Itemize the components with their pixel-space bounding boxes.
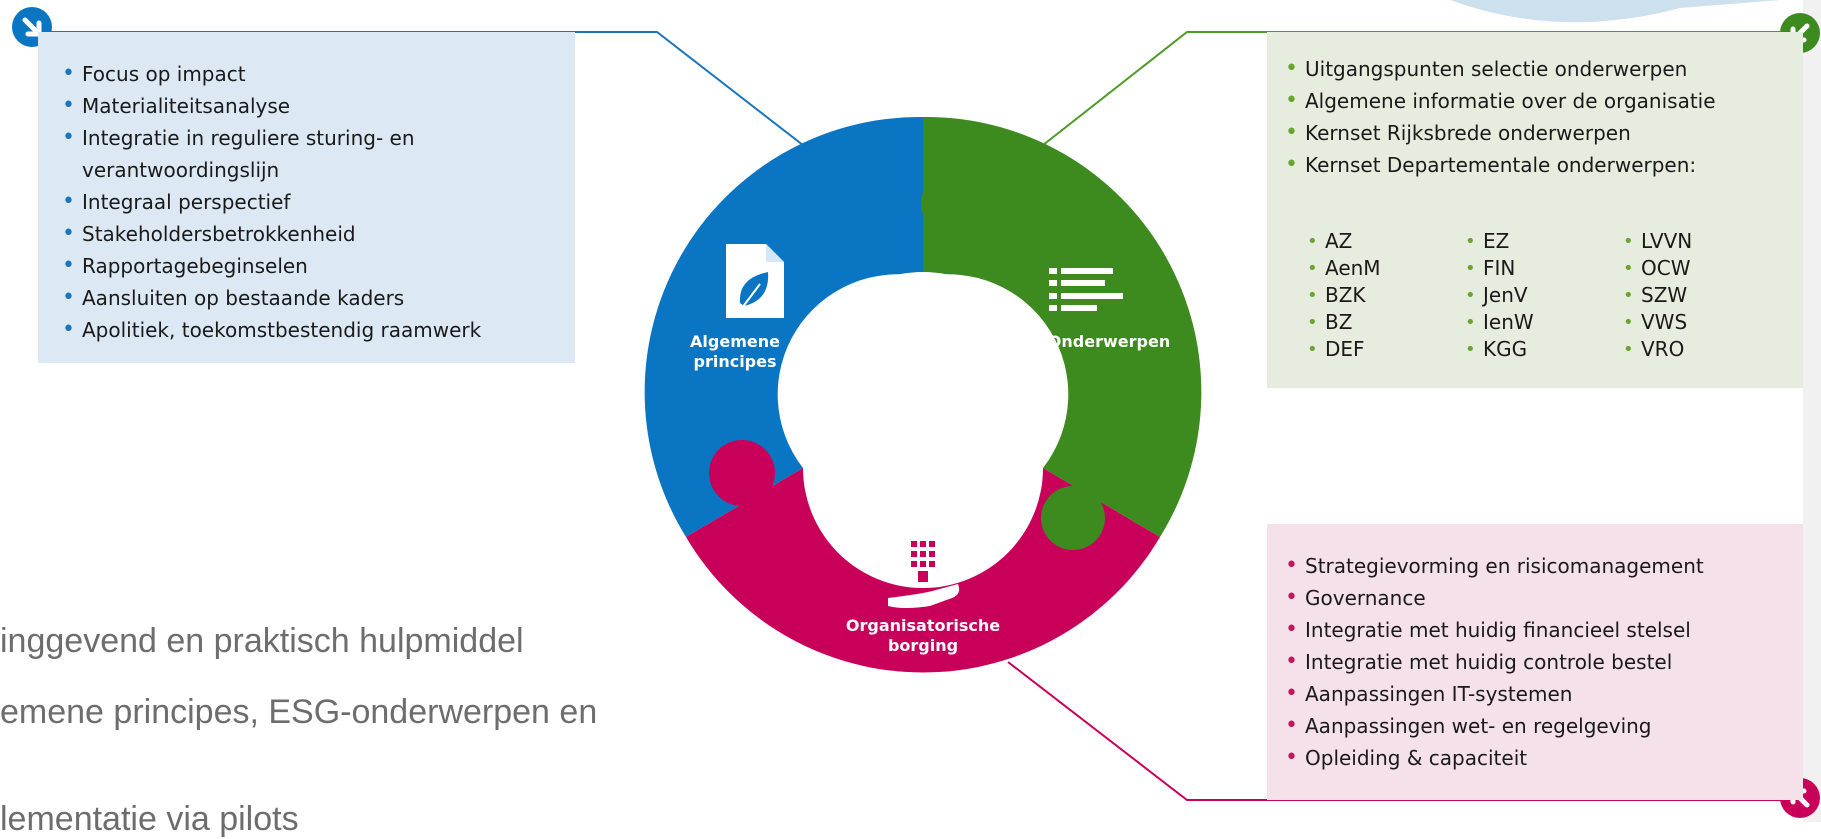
- principles-list-item: •Materialiteitsanalyse: [62, 93, 291, 118]
- wheel-label-organisation: Organisatorische borging: [845, 616, 1001, 655]
- department-column: •AZ •AenM •BZK •BZ •DEF: [1305, 228, 1463, 363]
- department-code: •SZW: [1623, 283, 1688, 307]
- principles-list-item: •Integraal perspectief: [62, 189, 291, 214]
- puzzle-knob-organisation: [1041, 486, 1105, 550]
- topics-list-item: •Algemene informatie over de organisatie: [1285, 88, 1716, 113]
- department-code: •OCW: [1623, 256, 1691, 280]
- principles-list-item: •Integratie in reguliere sturing- en ver…: [62, 125, 415, 182]
- wheel-label-principles: Algemene principes: [690, 332, 780, 371]
- department-code: •BZ: [1307, 310, 1353, 334]
- organisation-list-item: •Governance: [1285, 585, 1426, 610]
- department-code: •BZK: [1307, 283, 1366, 307]
- building-in-hand-icon: [888, 536, 960, 608]
- principles-list-item: •Focus op impact: [62, 61, 246, 86]
- organisation-list-item: •Opleiding & capaciteit: [1285, 745, 1528, 770]
- department-code: •FIN: [1465, 256, 1516, 280]
- topics-panel: •Uitgangspunten selectie onderwerpen •Al…: [1267, 32, 1803, 388]
- wheel-segment-principles: [644, 116, 923, 537]
- department-codes: •AZ •AenM •BZK •BZ •DEF •EZ •FIN •JenV •…: [1283, 228, 1803, 363]
- department-code: •VWS: [1623, 310, 1688, 334]
- intro-line-2: emene principes, ESG-onderwerpen en: [0, 693, 598, 731]
- organisation-list-item: •Aanpassingen IT-systemen: [1285, 681, 1573, 706]
- topics-list-item: •Kernset Departementale onderwerpen:: [1285, 152, 1697, 177]
- department-code: •VRO: [1623, 337, 1685, 361]
- department-code: •AZ: [1307, 229, 1353, 253]
- wheel-hole: [803, 272, 1043, 512]
- department-code: •AenM: [1307, 256, 1381, 280]
- puzzle-knob-principles: [709, 440, 775, 506]
- wheel-segment-topics: [923, 116, 1202, 537]
- principles-list-item: •Rapportagebeginselen: [62, 253, 308, 278]
- wheel-label-topics: Onderwerpen: [1047, 332, 1171, 351]
- list-lines-icon: [1049, 268, 1123, 311]
- organisation-list-item: •Integratie met huidig financieel stelse…: [1285, 617, 1691, 642]
- department-code: •KGG: [1465, 337, 1528, 361]
- intro-line-3: lementatie via pilots: [0, 800, 299, 838]
- principles-list-item: •Apolitiek, toekomstbestendig raamwerk: [62, 317, 482, 342]
- topics-list-item: •Uitgangspunten selectie onderwerpen: [1285, 56, 1688, 81]
- department-column: •EZ •FIN •JenV •IenW •KGG: [1463, 228, 1621, 363]
- puzzle-knob-topics: [921, 173, 981, 233]
- organisation-panel: •Strategievorming en risicomanagement •G…: [1267, 524, 1803, 800]
- intro-line-1: inggevend en praktisch hulpmiddel: [0, 622, 524, 660]
- principles-panel: •Focus op impact •Materialiteitsanalyse …: [38, 32, 575, 363]
- organisation-list-item: •Aanpassingen wet- en regelgeving: [1285, 713, 1652, 738]
- principles-list-item: •Stakeholdersbetrokkenheid: [62, 221, 356, 246]
- department-code: •JenV: [1465, 283, 1528, 307]
- organisation-list-item: •Strategievorming en risicomanagement: [1285, 553, 1704, 578]
- document-leaf-icon: [726, 244, 784, 318]
- organisation-list-item: •Integratie met huidig controle bestel: [1285, 649, 1673, 674]
- department-code: •DEF: [1307, 337, 1365, 361]
- department-code: •IenW: [1465, 310, 1534, 334]
- principles-list-item: •Aansluiten op bestaande kaders: [62, 285, 405, 310]
- topics-list-item: •Kernset Rijksbrede onderwerpen: [1285, 120, 1631, 145]
- department-code: •EZ: [1465, 229, 1510, 253]
- topics-list: •Uitgangspunten selectie onderwerpen •Al…: [1283, 53, 1803, 181]
- principles-list: •Focus op impact •Materialiteitsanalyse …: [60, 58, 575, 346]
- department-code: •LVVN: [1623, 229, 1693, 253]
- corner-badge-top-left: [12, 7, 52, 47]
- department-column: •LVVN •OCW •SZW •VWS •VRO: [1621, 228, 1779, 363]
- organisation-list: •Strategievorming en risicomanagement •G…: [1283, 550, 1803, 774]
